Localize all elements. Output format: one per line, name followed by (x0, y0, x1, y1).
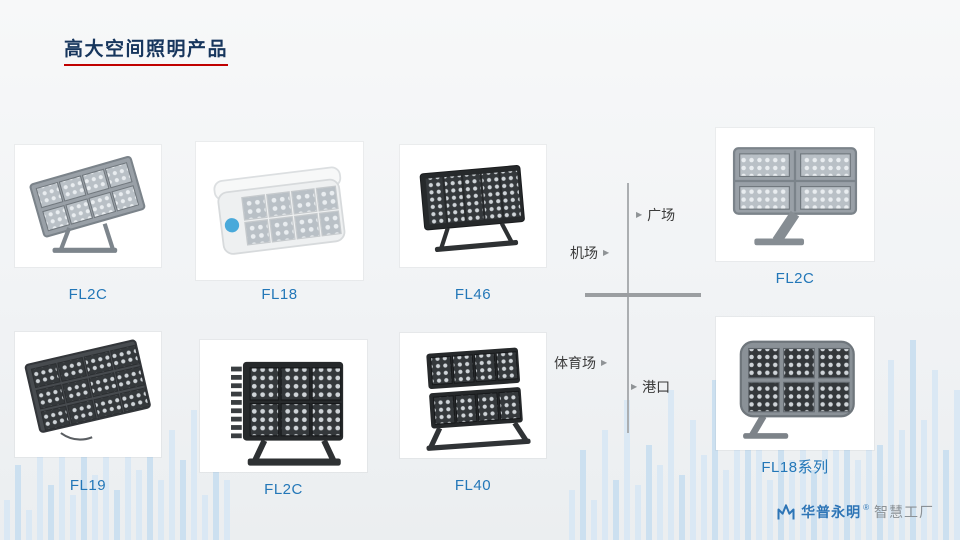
product-card-fl18 (196, 142, 363, 280)
floodlight-fl2c-black-image (231, 361, 344, 466)
company-logo: 华普永明 ® 智慧工厂 (776, 502, 934, 522)
logo-icon (777, 504, 795, 520)
product-card-fl18-series (716, 317, 874, 450)
product-card-fl2c-black (200, 340, 367, 472)
logo-suffix-text: 智慧工厂 (874, 504, 934, 520)
product-label-fl18-series: FL18系列 (761, 459, 829, 476)
triangle-marker-icon: ▶ (636, 210, 643, 219)
application-label-plaza: 广场 (647, 207, 676, 223)
logo-brand-text: 华普永明 (801, 504, 862, 520)
product-card-fl46 (400, 145, 546, 267)
diagram-horizontal-line (585, 293, 701, 297)
application-label-stadium: 体育场 (554, 355, 596, 371)
product-card-fl2c-angled (15, 145, 161, 267)
triangle-marker-icon: ▶ (601, 358, 608, 367)
registered-mark: ® (863, 503, 869, 512)
floodlight-fl18-image (213, 166, 346, 255)
triangle-marker-icon: ▶ (631, 382, 638, 391)
product-label-fl2c-1: FL2C (68, 286, 108, 303)
decorative-bars-right (569, 340, 960, 540)
application-port: ▶ 港口 (631, 377, 670, 397)
application-airport: 机场 ▶ (570, 243, 609, 263)
application-stadium: 体育场 ▶ (554, 353, 607, 373)
product-card-fl19 (15, 332, 161, 457)
triangle-marker-icon: ▶ (603, 248, 610, 257)
product-label-fl2c-right: FL2C (775, 270, 815, 287)
application-label-airport: 机场 (570, 245, 598, 261)
product-label-fl46: FL46 (454, 286, 492, 303)
floodlight-fl40-image (426, 347, 531, 451)
product-label-fl19: FL19 (69, 477, 107, 494)
product-card-fl40 (400, 333, 546, 458)
page-title: 高大空间照明产品 (64, 34, 229, 66)
product-card-fl2c-front (716, 128, 874, 261)
application-label-port: 港口 (642, 379, 671, 395)
application-plaza: ▶ 广场 (636, 205, 675, 225)
floodlight-fl19-image (24, 339, 151, 441)
product-label-fl2c-2: FL2C (264, 481, 303, 498)
floodlight-fl46-image (419, 165, 525, 253)
product-label-fl40: FL40 (454, 477, 492, 494)
diagram-vertical-line (627, 183, 629, 433)
floodlight-fl18-series-image (739, 340, 855, 439)
floodlight-fl2c-image (29, 155, 146, 253)
decorative-bars-left (4, 390, 230, 540)
floodlight-fl2c-front-image (732, 147, 858, 246)
product-label-fl18: FL18 (261, 286, 298, 303)
